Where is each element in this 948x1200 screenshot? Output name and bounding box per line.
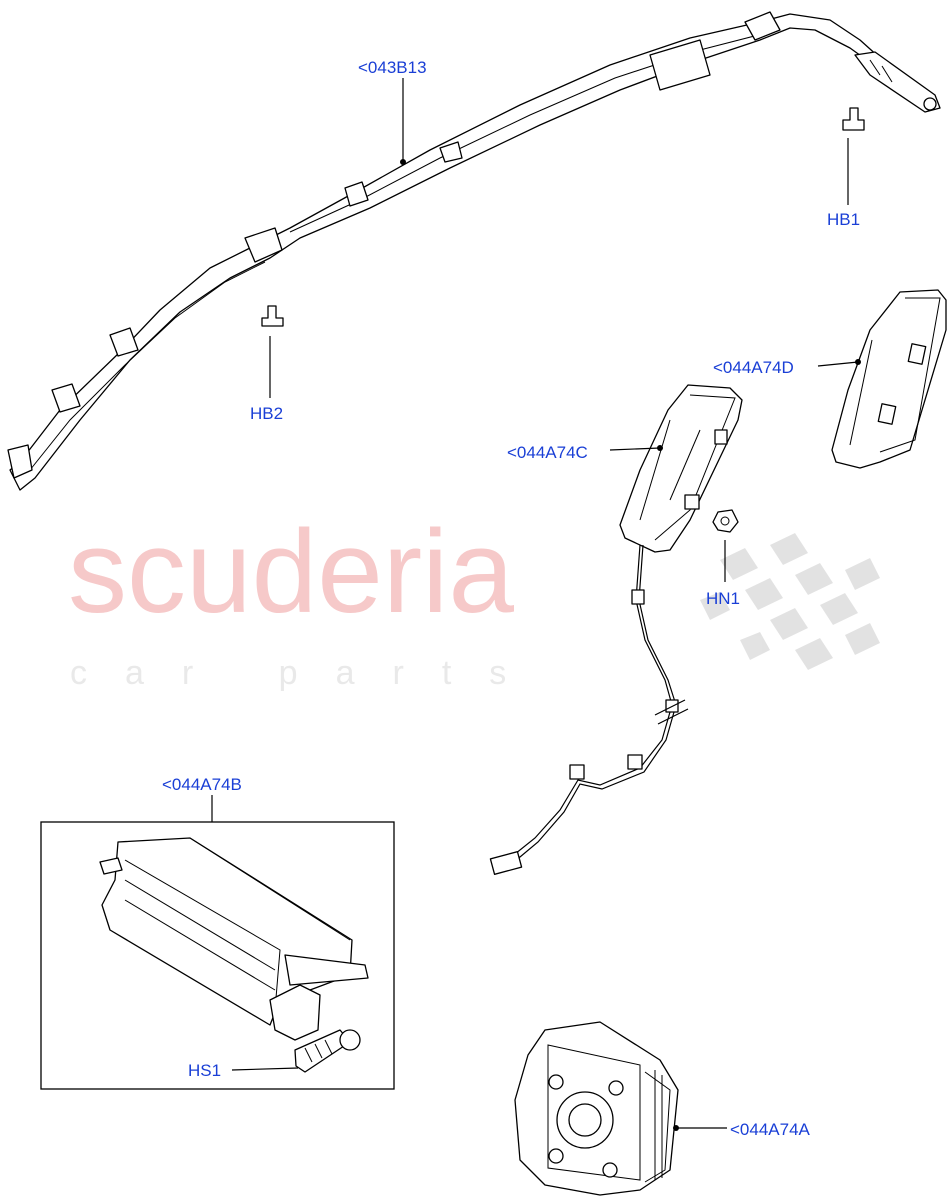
- callout-bolt-hb2[interactable]: HB2: [250, 404, 283, 423]
- callout-labels: <043B13 HB1 HB2 <044A74D <044A74C HN1 <0…: [162, 58, 860, 1139]
- passenger-airbag-drawing: [40, 821, 395, 1090]
- curtain-airbag-drawing: [7, 11, 941, 491]
- callout-curtain-airbag[interactable]: <043B13: [358, 58, 427, 77]
- driver-airbag-drawing: [514, 1021, 679, 1196]
- callout-screw-hs1[interactable]: HS1: [188, 1061, 221, 1080]
- passenger-airbag-frame: [40, 821, 395, 1090]
- side-airbag-rear-drawing: [831, 289, 947, 469]
- watermark-brand: scuderia: [68, 506, 514, 638]
- callout-side-airbag-front[interactable]: <044A74C: [507, 443, 588, 462]
- callout-passenger-airbag[interactable]: <044A74B: [162, 775, 242, 794]
- watermark-checker-pattern: [700, 533, 880, 670]
- side-airbag-front-drawing: [489, 384, 743, 876]
- leader-lines: [211, 78, 861, 1131]
- callout-side-airbag-rear[interactable]: <044A74D: [713, 358, 794, 377]
- watermark-tagline: car parts: [70, 654, 544, 692]
- callout-nut-hn1[interactable]: HN1: [706, 589, 740, 608]
- watermark: scuderia car parts: [68, 506, 880, 692]
- callout-bolt-hb1[interactable]: HB1: [827, 210, 860, 229]
- callout-driver-airbag[interactable]: <044A74A: [730, 1120, 811, 1139]
